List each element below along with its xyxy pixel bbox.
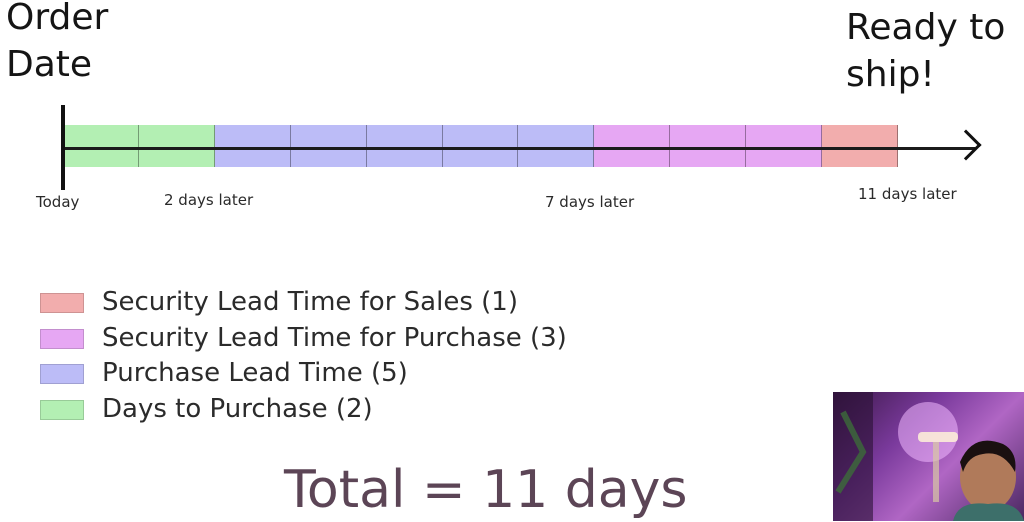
legend-label: Purchase Lead Time (5) xyxy=(102,358,408,388)
legend-swatch xyxy=(40,293,84,313)
ready-to-ship-label: Ready to ship! xyxy=(846,7,1006,95)
timeline-day-cell xyxy=(366,125,443,167)
timeline-day-cell xyxy=(518,125,595,167)
today-marker xyxy=(61,105,65,190)
tick-label-2-days: 2 days later xyxy=(164,191,254,209)
legend-label: Security Lead Time for Sales (1) xyxy=(102,287,518,317)
timeline-day-cell xyxy=(290,125,367,167)
order-date-label: Order Date xyxy=(6,0,109,85)
timeline-day-cell xyxy=(822,125,898,167)
timeline-arrow-line xyxy=(897,147,975,150)
lead-time-timeline xyxy=(0,100,1024,195)
timeline-day-cell xyxy=(138,125,215,167)
timeline-day-cell xyxy=(670,125,747,167)
arrow-head-icon xyxy=(950,129,982,161)
legend-swatch xyxy=(40,364,84,384)
presenter-webcam-icon xyxy=(833,392,1024,521)
total-days: Total = 11 days xyxy=(284,460,688,520)
legend-label: Security Lead Time for Purchase (3) xyxy=(102,322,567,353)
legend-swatch xyxy=(40,328,84,349)
timeline-day-cell xyxy=(746,125,823,167)
legend-label: Days to Purchase (2) xyxy=(102,393,373,424)
webcam-feed xyxy=(833,392,1024,521)
tick-label-today: Today xyxy=(36,193,80,211)
tick-label-7-days: 7 days later xyxy=(545,193,635,211)
legend-swatch xyxy=(40,399,84,420)
timeline-day-cell xyxy=(442,125,519,167)
timeline-day-cell xyxy=(63,125,139,167)
timeline-day-cell xyxy=(214,125,291,167)
timeline-day-cell xyxy=(594,125,671,167)
tick-label-11-days: 11 days later xyxy=(858,185,957,203)
timeline-baseline xyxy=(62,147,900,150)
